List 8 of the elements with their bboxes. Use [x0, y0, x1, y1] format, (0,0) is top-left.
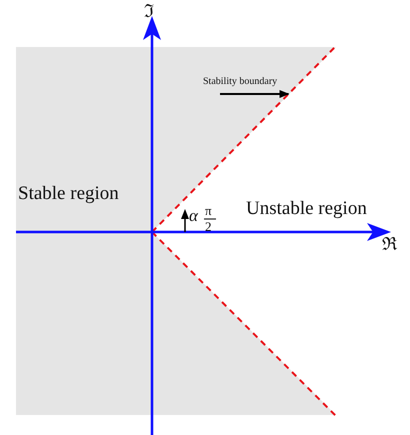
region-label: Stable region: [18, 184, 119, 203]
fraction-numerator: π: [205, 204, 212, 217]
fraction-denominator: 2: [205, 220, 212, 233]
axis-label: ℑ: [144, 2, 154, 20]
axis-label: ℜ: [382, 235, 397, 253]
region-label: Unstable region: [246, 199, 367, 218]
angle-label: α: [189, 207, 198, 224]
leader-arrow: [220, 90, 290, 98]
